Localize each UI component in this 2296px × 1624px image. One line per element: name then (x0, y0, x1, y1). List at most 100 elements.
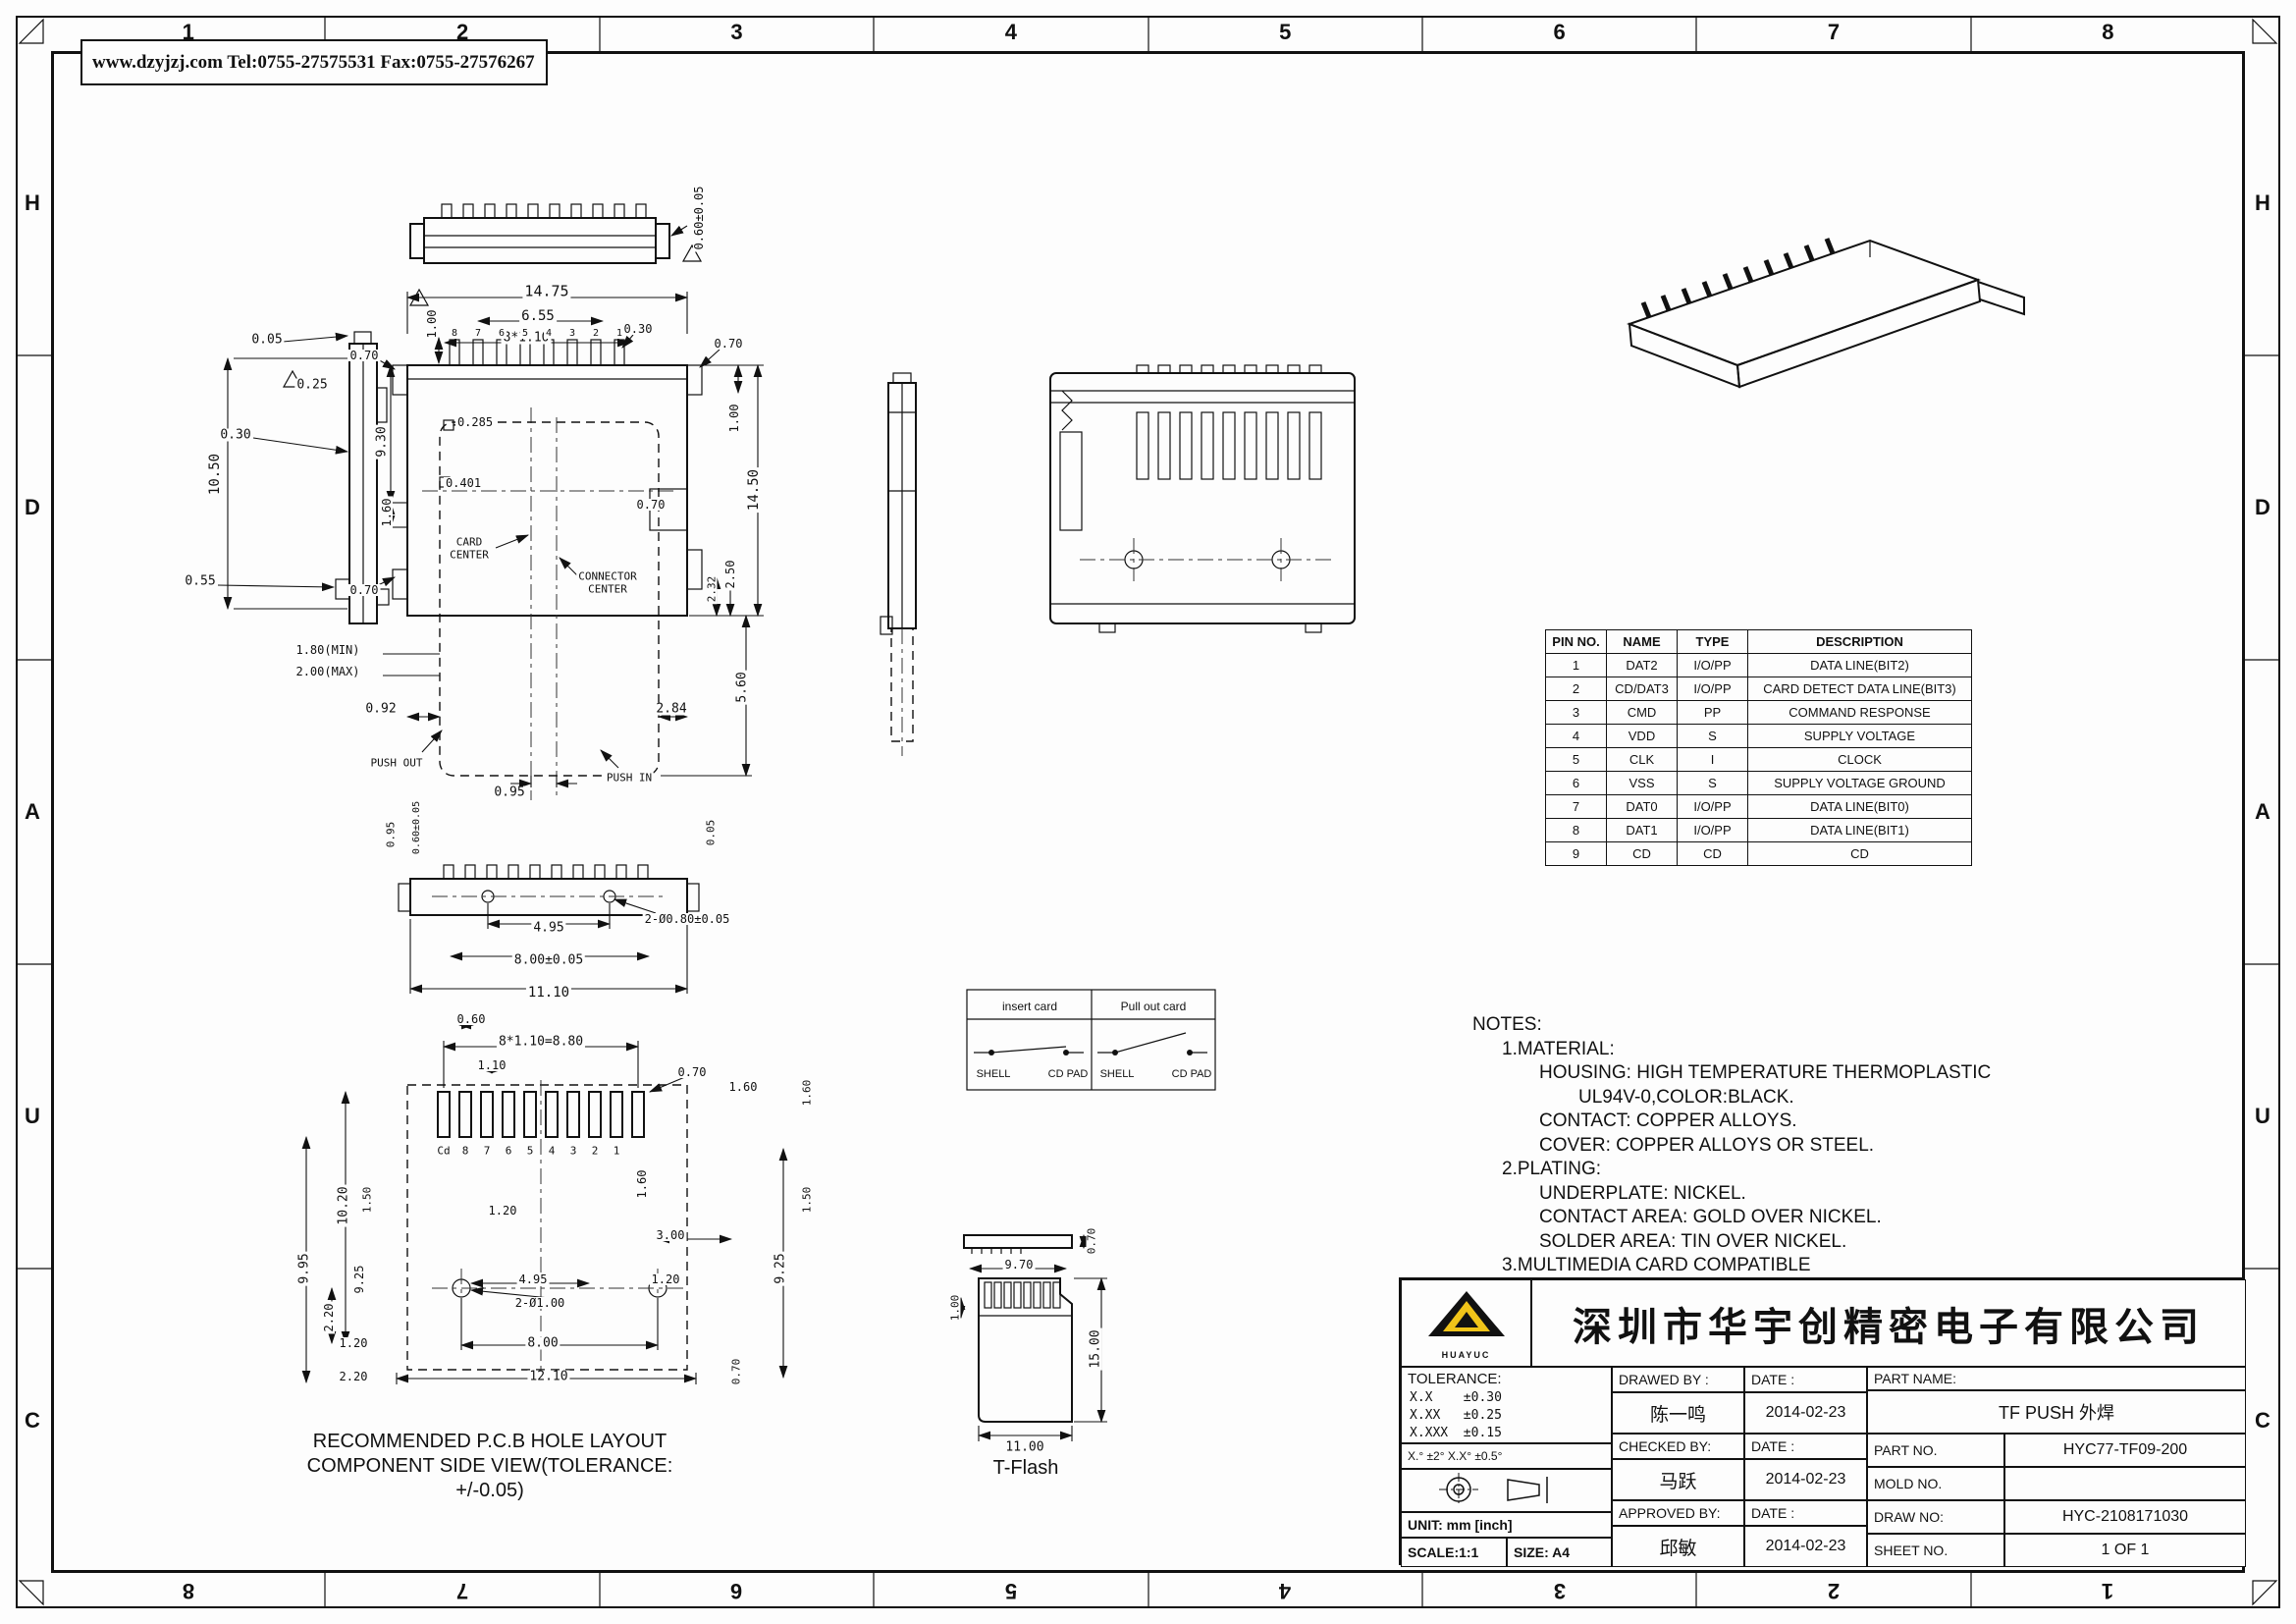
pin-table-cell: DATA LINE(BIT1) (1747, 818, 1972, 842)
pin-table-cell: 6 (1545, 771, 1607, 795)
dimension-label: 0.25 (294, 377, 330, 393)
dimension-label: 0.60 (454, 1012, 488, 1026)
dimension-label: 3.00 (654, 1228, 687, 1242)
dimension-label: 0.285 (454, 415, 496, 429)
dimension-label: 1.60 (635, 1167, 649, 1201)
border-row-label-left: D (25, 495, 40, 519)
dimension-label: 1.00 (948, 1292, 962, 1324)
corner-marks (18, 18, 2278, 1606)
note-line: CONTACT AREA: GOLD OVER NICKEL. (1539, 1207, 1882, 1227)
third-angle-projection-icon (1439, 1473, 1548, 1506)
pin-table-cell: DAT1 (1606, 818, 1678, 842)
border-row-label-left: H (25, 190, 40, 215)
dimension-label: 6 (503, 1144, 514, 1158)
border-col-label-bottom: 2 (1827, 1579, 1841, 1603)
pin-table-cell: CARD DETECT DATA LINE(BIT3) (1747, 677, 1972, 701)
pin-table-cell: DATA LINE(BIT0) (1747, 794, 1972, 819)
dimension-label: 4.95 (531, 920, 566, 936)
tolerance-line: X.XX ±0.25 (1410, 1408, 1502, 1423)
unit-label: UNIT: mm [inch] (1401, 1512, 1612, 1538)
dimension-label: 9.30 (374, 424, 390, 460)
dimension-label: PUSH IN (604, 771, 655, 785)
dimension-label: 0.95 (492, 785, 527, 800)
border-col-label: 1 (182, 20, 194, 44)
part-name-value: TF PUSH 外焊 (1867, 1390, 2246, 1434)
dimension-label: 1 (614, 328, 625, 339)
note-line: COVER: COPPER ALLOYS OR STEEL. (1539, 1134, 1875, 1156)
pin-table-header: PIN NO. (1545, 629, 1607, 654)
sheet-inner-border (51, 51, 2245, 1573)
dimension-label: 0.70 (634, 498, 667, 512)
pin-table-cell: 5 (1545, 747, 1607, 772)
dimension-label: 1.20 (486, 1204, 519, 1218)
dimension-label: 1.00 (425, 307, 439, 341)
pin-table-cell: I/O/PP (1677, 818, 1748, 842)
dimension-label: 1.10 (475, 1058, 508, 1072)
border-col-label: 7 (1827, 20, 1841, 44)
dimension-label: 6 (496, 328, 507, 339)
pin-table-cell: 2 (1545, 677, 1607, 701)
note-line: UNDERPLATE: NICKEL. (1539, 1182, 1746, 1204)
dimension-label: 8*1.10=8.80 (496, 1034, 586, 1050)
tflash-caption: T-Flash (992, 1457, 1059, 1479)
border-col-label: 4 (1004, 20, 1017, 44)
pcb-layout-view (301, 1020, 788, 1384)
pin-table-cell: I/O/PP (1677, 677, 1748, 701)
dimension-label: 0.70 (675, 1065, 709, 1079)
dimension-label: 0.05 (704, 817, 718, 848)
dimension-label: 5.60 (734, 670, 750, 705)
dimension-label: 5 (519, 328, 531, 339)
draw-no-value: HYC-2108171030 (2004, 1500, 2246, 1534)
border-col-label: 2 (455, 20, 469, 44)
pin-table-cell: 7 (1545, 794, 1607, 819)
tolerance-title: TOLERANCE: (1408, 1371, 1502, 1387)
approved-date-value: 2014-02-23 (1744, 1526, 1867, 1567)
dimension-label: 1.20 (649, 1272, 682, 1286)
scale-label: SCALE:1:1 (1401, 1538, 1507, 1567)
border-row-label-right: C (2255, 1408, 2270, 1433)
pin-table-cell: VDD (1606, 724, 1678, 748)
dimension-label: CONNECTOR (576, 569, 639, 583)
drawed-date-value: 2014-02-23 (1744, 1392, 1867, 1434)
pin-table-cell: DAT2 (1606, 653, 1678, 677)
date-label: DATE : (1744, 1367, 1867, 1392)
dimension-label: 11.10 (525, 985, 572, 1001)
date-label: DATE : (1744, 1500, 1867, 1526)
left-side-view (217, 331, 390, 624)
pin-table-cell: S (1677, 771, 1748, 795)
checked-date-value: 2014-02-23 (1744, 1459, 1867, 1500)
dimension-label: 2-Ø1.00 (512, 1296, 567, 1310)
dimension-label: PUSH OUT (368, 756, 425, 770)
pin-table-cell: 3 (1545, 700, 1607, 725)
part-name-label: PART NAME: (1867, 1367, 2246, 1390)
contact-header: www.dzyjzj.com Tel:0755-27575531 Fax:075… (80, 39, 548, 85)
dimension-label: 1.20 (337, 1336, 370, 1350)
revision-triangle-icon (408, 288, 430, 306)
dimension-label: 0.70 (347, 349, 381, 362)
cdpad-label: CD PAD (1171, 1068, 1212, 1080)
dimension-label: 0.95 (384, 819, 398, 850)
dimension-label: 2 (589, 1144, 601, 1158)
dimension-label: CENTER (448, 548, 491, 562)
drawed-by-label: DRAWED BY : (1612, 1367, 1744, 1392)
mid-side-view (880, 372, 917, 756)
revision-triangle-icon (681, 244, 703, 262)
company-name: 深圳市华宇创精密电子有限公司 (1531, 1279, 2246, 1367)
border-row-label-right: A (2255, 799, 2270, 824)
checked-by-label: CHECKED BY: (1612, 1434, 1744, 1459)
dimension-label: 8 (449, 328, 460, 339)
pin-table-cell: CD (1677, 841, 1748, 866)
dimension-label: CARD (454, 535, 485, 549)
dimension-label: 1.80(MIN) (294, 643, 362, 657)
approved-by-label: APPROVED BY: (1612, 1500, 1744, 1526)
drawed-by-value: 陈一鸣 (1612, 1392, 1744, 1434)
dimension-label: 11.00 (1003, 1439, 1046, 1455)
note-line: HOUSING: HIGH TEMPERATURE THERMOPLASTIC (1539, 1062, 1992, 1083)
dimension-label: 0.30 (621, 322, 655, 336)
pin-table-cell: CMD (1606, 700, 1678, 725)
